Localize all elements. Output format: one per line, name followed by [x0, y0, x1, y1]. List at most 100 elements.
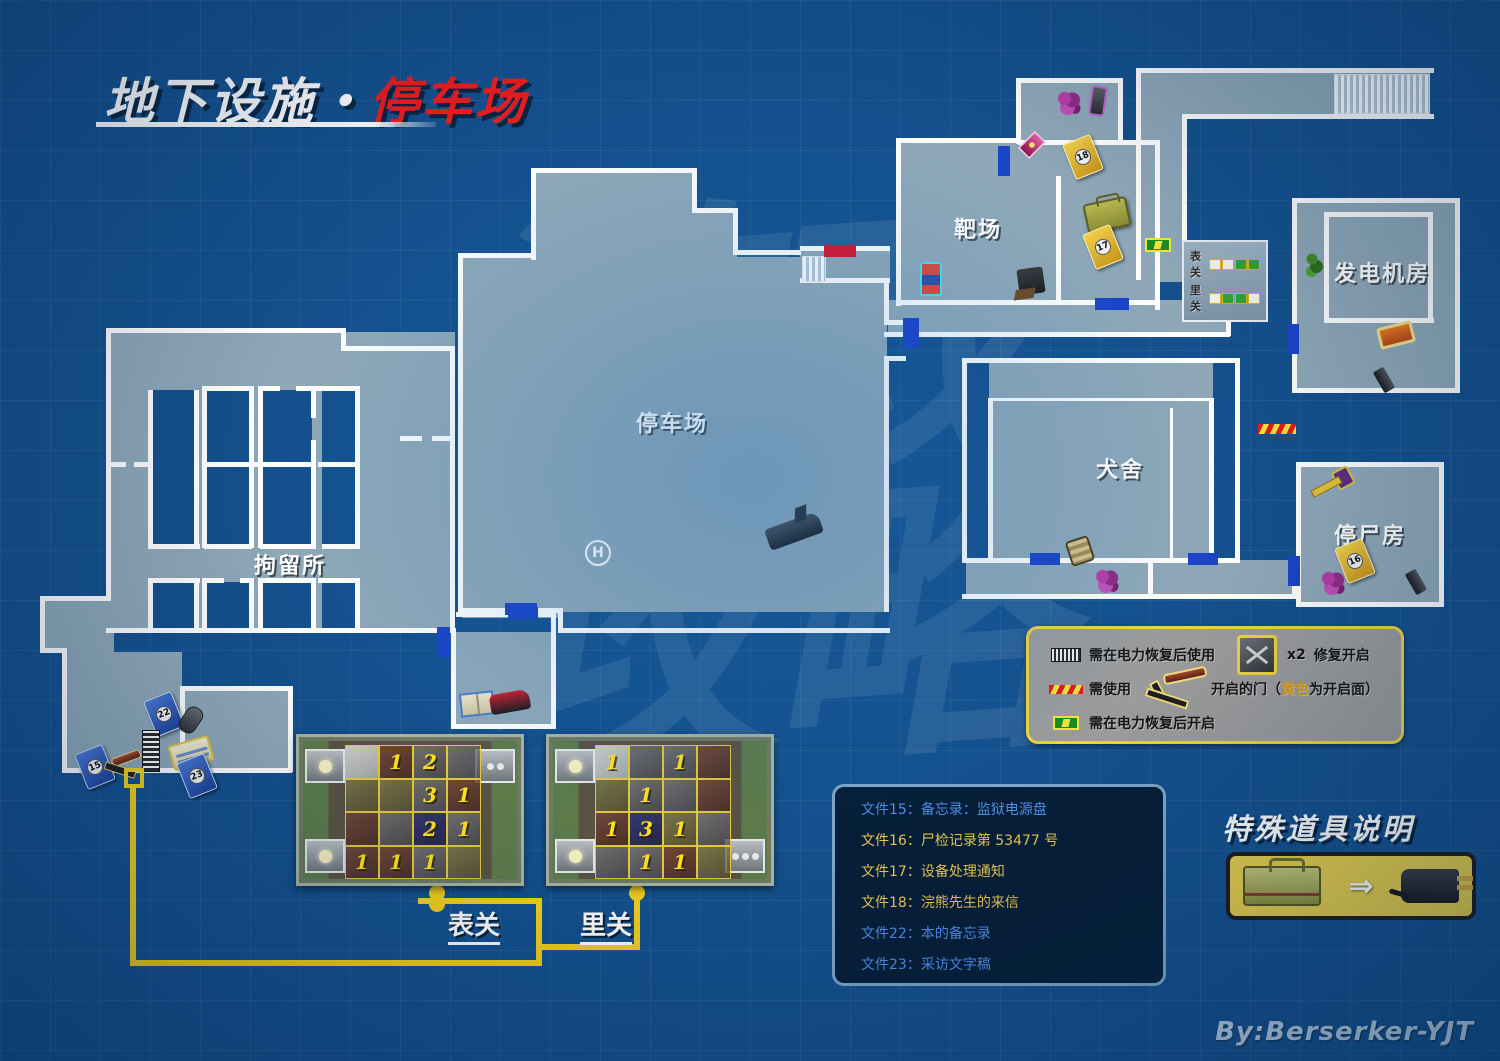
wall — [40, 648, 66, 653]
item-statue — [920, 262, 942, 296]
wall — [355, 582, 360, 632]
room-label-kennel: 犬舍 — [1096, 458, 1145, 483]
file-name: 浣熊先生的来信 — [920, 895, 1019, 911]
wall — [1455, 198, 1460, 392]
cell-block — [322, 466, 356, 544]
file-list-item[interactable]: 文件17：设备处理通知 — [861, 864, 1005, 880]
door-powered[interactable] — [1145, 238, 1171, 252]
wall — [148, 466, 153, 548]
puzzle-grid-inner[interactable]: 1 1 1 1 3 1 1 1 — [546, 734, 774, 886]
file-id: 文件15 — [861, 802, 907, 818]
door — [505, 603, 537, 615]
puzzle-cell[interactable] — [379, 812, 413, 846]
wall — [194, 466, 199, 548]
wall — [311, 466, 316, 548]
puzzle-cell[interactable]: 3 — [413, 778, 447, 812]
wall — [311, 440, 316, 476]
wall — [1148, 562, 1153, 596]
puzzle-cell[interactable]: 1 — [663, 745, 697, 779]
wall — [202, 386, 254, 391]
file-name: 设备处理通知 — [920, 864, 1005, 880]
status-cell — [1248, 258, 1260, 270]
puzzle-terminal — [305, 839, 345, 873]
puzzle-cell[interactable] — [345, 778, 379, 812]
file-list-item[interactable]: 文件18：浣熊先生的来信 — [861, 895, 1019, 911]
puzzle-cell[interactable] — [663, 778, 697, 812]
cell-block — [152, 582, 196, 632]
legend-panel: 需在电力恢复后使用 x2 修复开启 需使用 开启的门（黄色为开启面） 需在电力恢… — [1026, 626, 1404, 744]
item-herb-purple — [1054, 88, 1084, 118]
puzzle-cell[interactable] — [629, 745, 663, 779]
wall — [40, 596, 45, 652]
puzzle-label-text: 表关 — [448, 911, 501, 945]
puzzle-cell[interactable]: 1 — [595, 812, 629, 846]
puzzle-cell[interactable]: 1 — [663, 845, 697, 879]
puzzle-cell[interactable]: 1 — [379, 845, 413, 879]
shutter-gate-icon — [802, 256, 826, 282]
puzzle-cell[interactable] — [379, 778, 413, 812]
puzzle-cell[interactable]: 1 — [379, 745, 413, 779]
puzzle-cell[interactable] — [345, 745, 379, 779]
puzzle-cell[interactable]: 1 — [629, 845, 663, 879]
puzzle-terminal — [475, 749, 515, 783]
door — [1095, 298, 1129, 310]
shutter-gate-icon — [1334, 74, 1430, 114]
fuse-block-icon — [1229, 635, 1285, 675]
wall — [44, 596, 111, 601]
puzzle-cell[interactable] — [697, 845, 731, 879]
wall — [988, 398, 993, 558]
puzzle-cell[interactable]: 2 — [413, 745, 447, 779]
file-list-panel: 文件15：备忘录：监狱电源盘 文件16：尸检记录第 53477 号 文件17：设… — [832, 784, 1166, 986]
status-cell — [1222, 292, 1234, 304]
file-list-item[interactable]: 文件22：本的备忘录 — [861, 926, 991, 942]
puzzle-cell[interactable]: 1 — [345, 845, 379, 879]
puzzle-cell[interactable]: 1 — [447, 812, 481, 846]
puzzle-cell[interactable] — [697, 778, 731, 812]
file-list-item[interactable]: 文件16：尸检记录第 53477 号 — [861, 833, 1059, 849]
wall — [962, 558, 1240, 563]
wall — [1292, 198, 1460, 203]
crank-text-after: 为开启面） — [1309, 682, 1379, 698]
wall — [884, 332, 1230, 337]
puzzle-cell[interactable] — [345, 812, 379, 846]
puzzle-grid-outer[interactable]: 1 2 3 1 2 1 1 1 1 — [296, 734, 524, 886]
connector-line — [130, 960, 542, 966]
wall — [258, 578, 316, 583]
puzzle-cell[interactable]: 3 — [629, 812, 663, 846]
wall — [558, 628, 890, 633]
puzzle-cell[interactable] — [595, 845, 629, 879]
wall — [249, 390, 254, 476]
puzzle-cell[interactable] — [697, 745, 731, 779]
wall — [1182, 118, 1187, 282]
puzzle-cell[interactable]: 2 — [413, 812, 447, 846]
puzzle-cell[interactable] — [447, 745, 481, 779]
puzzle-cell[interactable]: 1 — [595, 745, 629, 779]
puzzle-cell[interactable]: 1 — [629, 778, 663, 812]
terminal-bulb — [318, 759, 332, 773]
wall — [148, 578, 200, 583]
file-name: 备忘录：监狱电源盘 — [920, 802, 1047, 818]
puzzle-cell[interactable]: 1 — [663, 812, 697, 846]
cell-block — [152, 466, 196, 544]
room-range-corridor — [888, 300, 1228, 336]
status-row: 里关 — [1190, 282, 1260, 314]
puzzle-cell[interactable] — [697, 812, 731, 846]
wall — [451, 628, 456, 728]
wall — [1296, 602, 1444, 607]
file-list-item[interactable]: 文件23：采访文字稿 — [861, 957, 991, 973]
status-row-label: 表关 — [1190, 250, 1201, 279]
wall — [896, 138, 1020, 143]
cell-value: 2 — [423, 816, 437, 841]
wall — [432, 436, 454, 441]
cell-value: 1 — [605, 749, 619, 774]
wall — [194, 390, 199, 476]
puzzle-cell[interactable] — [447, 845, 481, 879]
arrow-icon: ⇒ — [1348, 868, 1374, 904]
puzzle-cell[interactable]: 1 — [447, 778, 481, 812]
puzzle-cell[interactable] — [595, 778, 629, 812]
file-list-item[interactable]: 文件15：备忘录：监狱电源盘 — [861, 802, 1047, 818]
puzzle-cell[interactable]: 1 — [413, 845, 447, 879]
file-id: 文件18 — [861, 895, 907, 911]
wall — [800, 278, 890, 283]
legend-crank-text: 开启的门（黄色为开启面） — [1211, 679, 1379, 699]
